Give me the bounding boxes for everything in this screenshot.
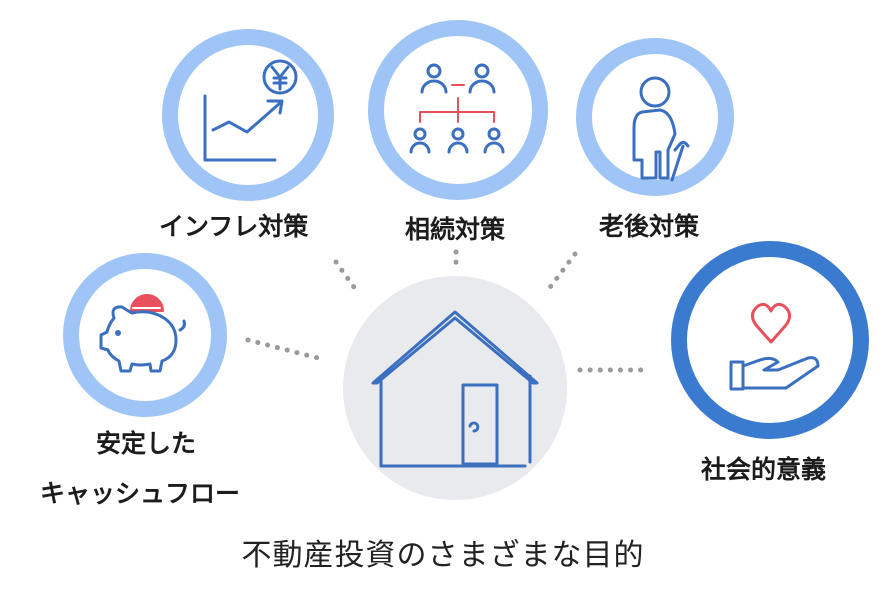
label-inflation: インフレ対策 [159,212,309,241]
center-circle [343,276,567,500]
connector-retirement [545,251,578,293]
house-icon [371,310,539,468]
inflation-node [162,29,334,201]
inheritance-node [368,20,548,200]
label-social: 社会的意義 [701,455,827,484]
label-cashflow-line1: 安定した [96,429,197,458]
cashflow-ring [63,253,227,417]
label-inheritance: 相続対策 [405,215,506,244]
social-node [671,241,869,439]
piggy-bank-icon [99,294,186,373]
retirement-node [576,38,734,196]
diagram-title: 不動産投資のさまざまな目的 [241,538,645,573]
label-cashflow-line2: キャッシュフロー [40,479,241,508]
connector-cashflow [245,337,321,361]
retirement-ring [576,38,734,196]
inflation-ring [162,29,334,201]
connectors [245,249,653,373]
label-retirement: 老後対策 [599,212,700,241]
family-tree-icon [409,63,505,154]
heart-hand-icon [729,302,820,391]
elderly-person-icon [632,76,690,182]
center-house-node [343,276,567,500]
yen-growth-chart-icon [203,59,298,162]
connector-inflation [333,259,359,293]
cashflow-node [63,253,227,417]
